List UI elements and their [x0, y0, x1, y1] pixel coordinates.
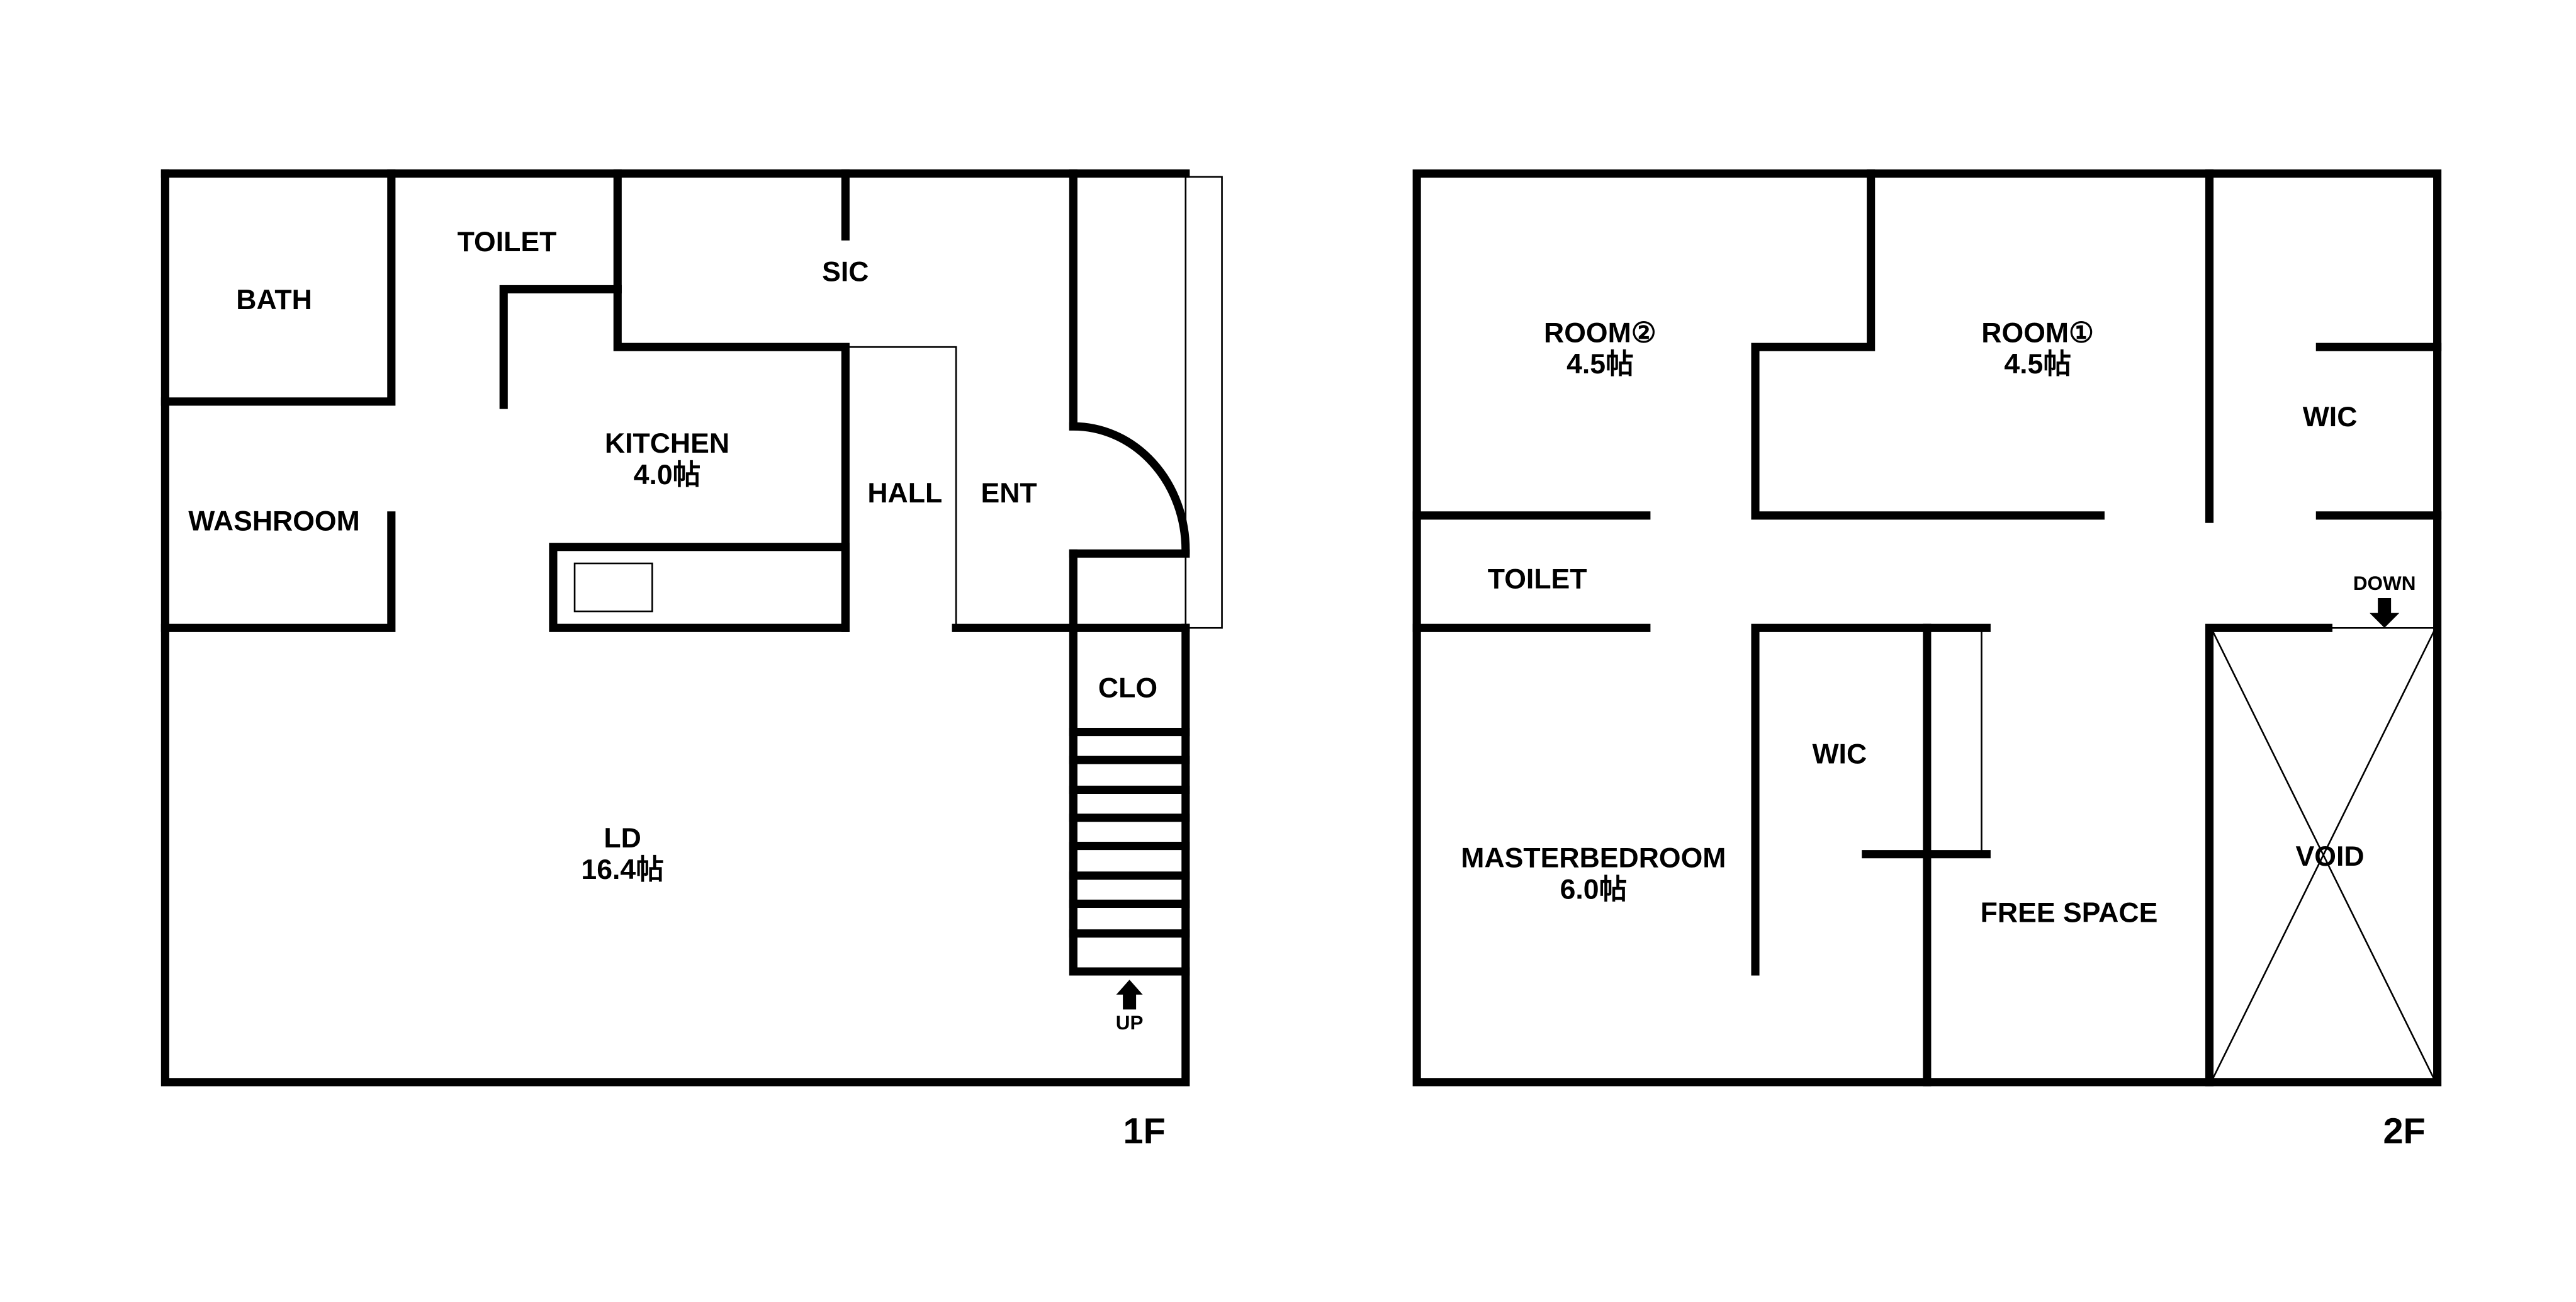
room-room2-size: 4.5帖	[1566, 349, 1634, 380]
entrance-porch	[1184, 176, 1223, 629]
up-arrow-icon	[1116, 980, 1143, 1010]
room-bath: BATH	[236, 285, 312, 315]
room-kitchen-size: 4.0帖	[634, 460, 701, 490]
room-ld: LD	[604, 823, 641, 854]
void-area	[2212, 630, 2435, 1080]
kitchen-counter	[549, 543, 850, 632]
room-hall: HALL	[867, 478, 942, 509]
room-ent: ENT	[981, 478, 1037, 509]
room-room2: ROOM②	[1544, 317, 1656, 348]
floor-2-label: 2F	[2383, 1111, 2425, 1152]
floor-1-walls	[160, 169, 1223, 1087]
room-ld-size: 16.4帖	[581, 854, 663, 885]
room-room1: ROOM①	[1981, 317, 2094, 348]
floor-1-plan: UP BATH TOILET SIC KITCHEN 4.0帖 WASHROOM…	[160, 169, 1223, 1152]
floor-2-walls	[1412, 169, 2442, 1087]
entrance-door-swing	[1069, 422, 1190, 555]
room-sic: SIC	[822, 256, 869, 287]
stairs-up-label: UP	[1116, 1012, 1144, 1034]
stairs-1f: UP	[1069, 756, 1190, 1034]
room-master-bedroom: MASTERBEDROOM	[1461, 843, 1726, 874]
floor-1-label: 1F	[1123, 1111, 1166, 1152]
room-room1-size: 4.5帖	[2004, 349, 2071, 380]
room-toilet-2f: TOILET	[1488, 563, 1587, 594]
floor-2-plan: DOWN ROOM② 4.5帖 ROOM① 4.5帖 WIC TOILET WI…	[1412, 169, 2442, 1152]
room-kitchen: KITCHEN	[605, 428, 729, 459]
room-void: VOID	[2296, 841, 2365, 872]
room-washroom: WASHROOM	[188, 506, 360, 536]
room-wic-bottom: WIC	[1812, 739, 1867, 769]
room-wic-top: WIC	[2303, 402, 2358, 433]
sink	[573, 562, 653, 613]
stairs-down-label: DOWN	[2353, 572, 2416, 594]
room-master-bedroom-size: 6.0帖	[1560, 875, 1628, 905]
down-arrow-icon	[2370, 598, 2400, 628]
room-free-space: FREE SPACE	[1981, 897, 2158, 928]
room-toilet-1f: TOILET	[458, 227, 557, 258]
room-clo: CLO	[1098, 672, 1157, 703]
